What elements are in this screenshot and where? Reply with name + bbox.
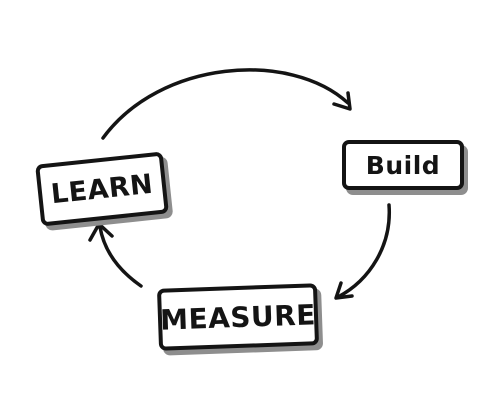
learn-label: LEARN — [49, 168, 155, 210]
arrow-learn-to-build — [101, 68, 350, 140]
learn-node: LEARN — [35, 151, 169, 227]
arrow-build-to-measure — [336, 203, 391, 299]
build-node: Build — [342, 140, 464, 190]
arrowhead-build — [332, 91, 352, 111]
build-label: Build — [365, 150, 441, 180]
measure-label: MEASURE — [159, 297, 317, 337]
arrowhead-learn — [88, 222, 114, 242]
measure-node: MEASURE — [156, 283, 320, 351]
arrowhead-measure — [334, 281, 354, 300]
arrow-measure-to-learn — [98, 225, 143, 288]
